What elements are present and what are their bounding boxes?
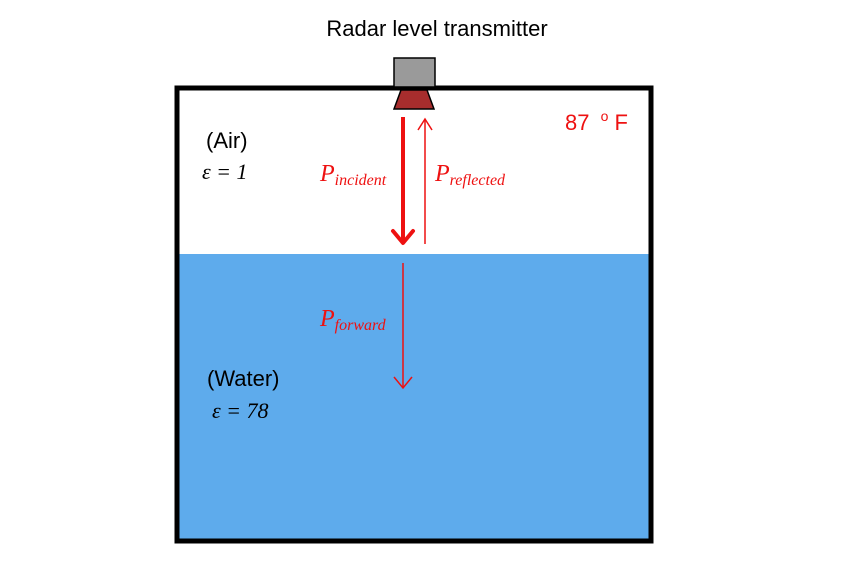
p-incident-sub: incident — [335, 172, 387, 189]
p-forward-sub: forward — [335, 317, 387, 334]
p-forward-main: P — [319, 306, 335, 332]
forward-arrowhead — [393, 376, 413, 390]
antenna-horn — [392, 89, 436, 110]
p-incident-main: P — [319, 161, 335, 187]
air-permittivity: ε = 1 — [202, 159, 248, 184]
air-label: (Air) — [206, 128, 248, 153]
tank-outline — [174, 85, 654, 544]
p-reflected-sub: reflected — [450, 172, 506, 189]
water-label: (Water) — [207, 366, 280, 391]
p-reflected-main: P — [434, 161, 450, 187]
temperature-degree-symbol: o — [601, 108, 609, 124]
water-permittivity: ε = 78 — [212, 398, 269, 423]
reflected-arrowhead — [417, 117, 433, 131]
incident-arrowhead — [391, 229, 415, 245]
p-forward-label: Pforward — [319, 306, 387, 334]
water-region — [179, 254, 650, 540]
diagram-title: Radar level transmitter — [326, 16, 547, 41]
p-incident-label: Pincident — [319, 161, 387, 189]
transmitter-body — [393, 57, 436, 88]
temperature-label: 87 o F — [565, 101, 628, 135]
p-reflected-label: Preflected — [434, 161, 506, 189]
temperature-value: 87 — [565, 110, 589, 135]
temperature-unit: F — [615, 110, 628, 135]
